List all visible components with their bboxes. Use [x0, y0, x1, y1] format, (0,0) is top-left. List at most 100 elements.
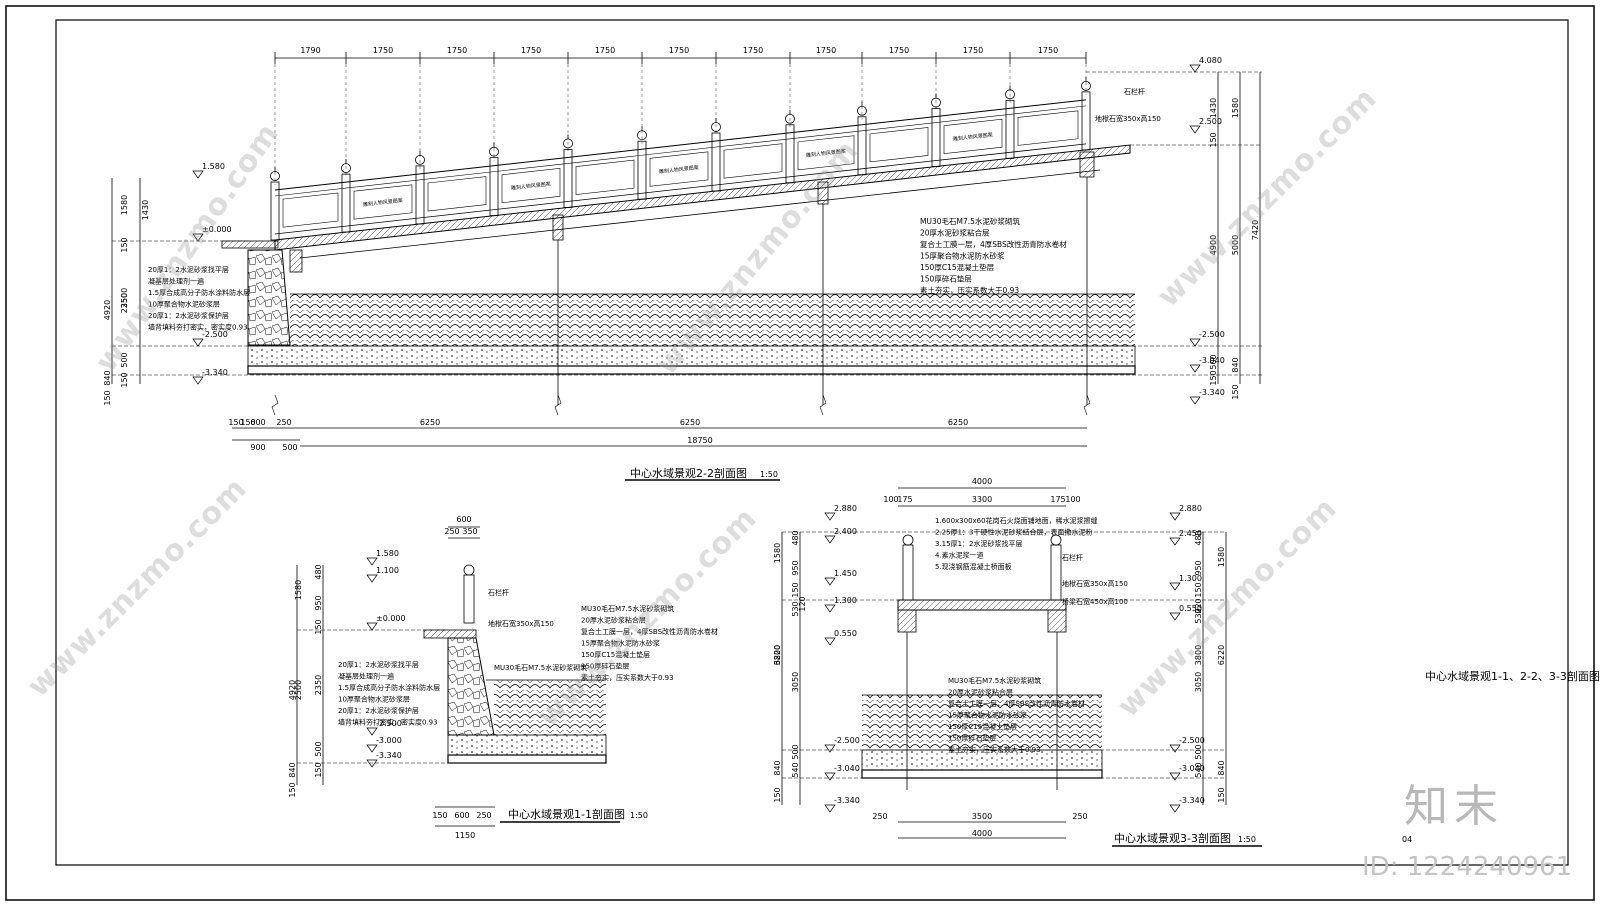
s22-top-dim-5: 1750	[669, 46, 689, 55]
s33-bdim-2: 250	[1072, 812, 1087, 821]
s33-rdim-i-4: 530	[1194, 608, 1203, 623]
s22-lvl-r-4-marker: -3.340	[1189, 388, 1225, 405]
s22-panel-9	[943, 118, 1003, 155]
s22-layer-left-3: 10厚聚合物水泥砂浆层	[148, 300, 220, 309]
s22-panel-text-9: 雕刻人物风景图案	[953, 131, 994, 142]
s11-lvl-0-text: 1.580	[376, 549, 399, 558]
s33-lvl-r-1-triangle	[1169, 537, 1181, 546]
s22-break-mark-mid2	[819, 394, 827, 416]
s11-layer-left-3: 10厚聚合物水泥砂浆层	[338, 695, 410, 704]
s33-rdim-i-2: 150	[1194, 582, 1203, 597]
s33-title: 中心水域景观3-3剖面图	[1114, 831, 1231, 845]
s22-ldim-outer-0: 4920	[103, 300, 112, 320]
s22-top-dim-1: 1750	[373, 46, 393, 55]
s22-lvl-l-2-text: -2.500	[202, 330, 228, 339]
s22-ldim-inner-3: 2500	[120, 288, 129, 308]
s11-ldim-in-3: 150	[314, 619, 323, 634]
s11-layer-left-5: 墙背填料夯打密实，密实度0.93	[338, 718, 438, 727]
brand-id: ID: 1224240961	[1362, 852, 1573, 882]
s22-lvl-r-0-marker: 4.080	[1189, 56, 1222, 73]
s22-panel-text-7: 雕刻人物风景图案	[806, 148, 847, 159]
s33-lvl-r-3-marker: 0.550	[1169, 604, 1202, 621]
s22-panel-1	[353, 184, 413, 220]
s11-layer-left-0: 20厚1：2水泥砂浆找平层	[338, 660, 419, 669]
s22-bdim1-4: 6250	[420, 418, 440, 427]
s22-title: 中心水域景观2-2剖面图	[630, 466, 747, 480]
s33-lvl-l-6-text: -3.040	[834, 764, 860, 773]
s22-layer-left-5: 墙背填料夯打密实，密实度0.93	[148, 323, 248, 332]
s22-post-3	[489, 157, 499, 217]
s33-note-rail: 石栏杆	[1062, 553, 1083, 562]
s33-lvl-l-7-triangle	[824, 804, 836, 813]
s33-beam-right	[1047, 609, 1067, 633]
section-1-1: 20厚1：2水泥砂浆找平层凝基层处理剂一遍1.5厚合成高分子防水涂料防水层10厚…	[288, 515, 718, 840]
s22-layer-right-0: MU30毛石M7.5水泥砂浆砌筑	[920, 216, 1020, 226]
s33-lvl-r-3-triangle	[1169, 612, 1181, 621]
s11-layer-right-0: MU30毛石M7.5水泥砂浆砌筑	[581, 604, 674, 613]
s33-rail-finial-left	[902, 534, 914, 546]
s33-rdim-i-7: 500	[1194, 744, 1203, 759]
s33-ldim-i-9: 540	[791, 762, 800, 777]
s33-rail-post-left	[902, 544, 914, 601]
s22-lvl-r-0-triangle	[1189, 64, 1201, 73]
s22-rail-bottom	[274, 143, 1087, 235]
s22-bdim1-3: 250	[276, 418, 291, 427]
s11-bottom-total: 1150	[455, 831, 475, 840]
s22-lvl-l-1-marker: ±0.000	[192, 225, 232, 242]
s22-lvl-l-3-text: -3.340	[202, 368, 228, 377]
s22-lvl-r-2-text: -2.500	[1199, 330, 1225, 339]
s11-lvl-5-text: -3.340	[376, 751, 402, 760]
s22-bdim2-1: 500	[282, 443, 297, 452]
s11-note-rail: 石栏杆	[488, 588, 509, 597]
s22-post-9	[931, 108, 941, 167]
s22-layer-right-5: 150厚碎石垫层	[920, 274, 972, 284]
s22-ldim-outer-1: 840	[103, 370, 112, 385]
s22-lvl-l-2-triangle	[192, 338, 204, 347]
s22-pier-1	[552, 214, 564, 241]
s11-rail-post	[463, 574, 475, 624]
s11-water-body	[494, 680, 606, 735]
s33-lvl-r-6-marker: -3.340	[1169, 796, 1205, 813]
s33-rdim-o-3: 150	[1217, 787, 1226, 802]
s11-lvl-4-text: -3.000	[376, 736, 402, 745]
s11-ldim-outer-0: 4920	[288, 680, 297, 700]
s22-bdim2-0: 900	[250, 443, 265, 452]
s11-lvl-2-triangle	[366, 622, 378, 631]
s22-panel-2	[427, 176, 487, 212]
s33-ldim-o-2: 150	[773, 787, 782, 802]
s33-bdim-1: 3500	[972, 812, 992, 821]
s33-lvl-l-1-triangle	[824, 535, 836, 544]
s22-lvl-r-4-triangle	[1189, 396, 1201, 405]
s22-deck-underside	[299, 169, 1101, 259]
s11-base-slab	[447, 754, 607, 764]
s33-lvl-l-3-marker: 1.300	[824, 596, 857, 613]
s11-top-dim-0: 600	[456, 515, 471, 524]
s11-note-wall: MU30毛石M7.5水泥砂浆砌筑	[494, 663, 587, 672]
s11-lvl-0-marker: 1.580	[366, 549, 399, 566]
s22-rail-top-2	[274, 105, 1087, 197]
s33-top-dim-3: 175	[1050, 495, 1065, 504]
s22-bdim1-2: 600	[250, 418, 265, 427]
s11-ldim-in-2: 950	[314, 595, 323, 610]
s22-pier-3	[1079, 151, 1095, 178]
s22-lvl-r-3-triangle	[1189, 364, 1201, 373]
sheet-inner-frame	[55, 19, 1569, 866]
s33-base-slab	[861, 769, 1103, 779]
s33-rail-finial-right	[1050, 534, 1062, 546]
s22-lvl-l-0-marker: 1.580	[192, 162, 225, 179]
s22-ldim-inner-6: 150	[120, 372, 129, 387]
s22-panel-4	[575, 159, 635, 195]
s33-lvl-r-5-triangle	[1169, 772, 1181, 781]
s33-ldim-i-7: 3050	[791, 672, 800, 692]
s33-bdim-0: 250	[872, 812, 887, 821]
s33-lvl-l-1-marker: 2.400	[824, 527, 857, 544]
s22-layer-right-6: 素土夯实，压实系数大于0.93	[920, 285, 1019, 295]
s33-scale: 1:50	[1238, 835, 1256, 844]
s22-lvl-l-0-text: 1.580	[202, 162, 225, 171]
s22-panel-7	[797, 135, 855, 171]
s22-break-mark-right	[1083, 394, 1091, 416]
s22-bdim1-6: 6250	[948, 418, 968, 427]
s22-note-top: 地栿石宽350x高150	[1095, 114, 1161, 123]
